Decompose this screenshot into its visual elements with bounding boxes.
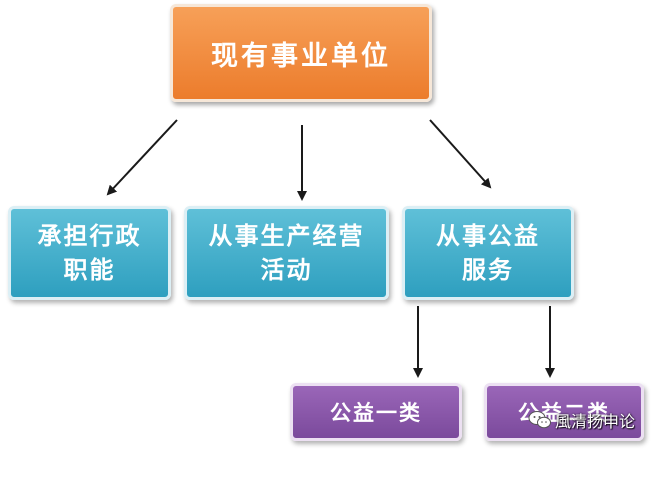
branch-label-line1: 承担行政 xyxy=(37,222,142,250)
branch-label-line1: 从事生产经营 xyxy=(208,222,365,250)
arrow-root-to-branch-3 xyxy=(429,119,492,189)
branch-node-business: 从事生产经营 活动 xyxy=(184,206,389,300)
leaf-label: 公益一类 xyxy=(330,401,422,425)
branch-label-line2: 活动 xyxy=(260,256,313,284)
root-label: 现有事业单位 xyxy=(211,40,391,72)
leaf-node-public-class-1: 公益一类 xyxy=(290,383,462,441)
wechat-icon xyxy=(528,411,551,429)
arrow-root-to-branch-1 xyxy=(106,119,178,196)
watermark-text: 風清扬申论 xyxy=(555,412,636,431)
branch-label-line2: 职能 xyxy=(63,256,116,284)
branch-label-line2: 服务 xyxy=(462,256,514,284)
watermark: 風清扬申论 xyxy=(528,408,635,432)
branch-node-administrative: 承担行政 职能 xyxy=(8,206,171,300)
branch-node-public-service: 从事公益 服务 xyxy=(402,206,574,300)
branch-label-line1: 从事公益 xyxy=(436,222,540,250)
root-node: 现有事业单位 xyxy=(170,4,432,102)
